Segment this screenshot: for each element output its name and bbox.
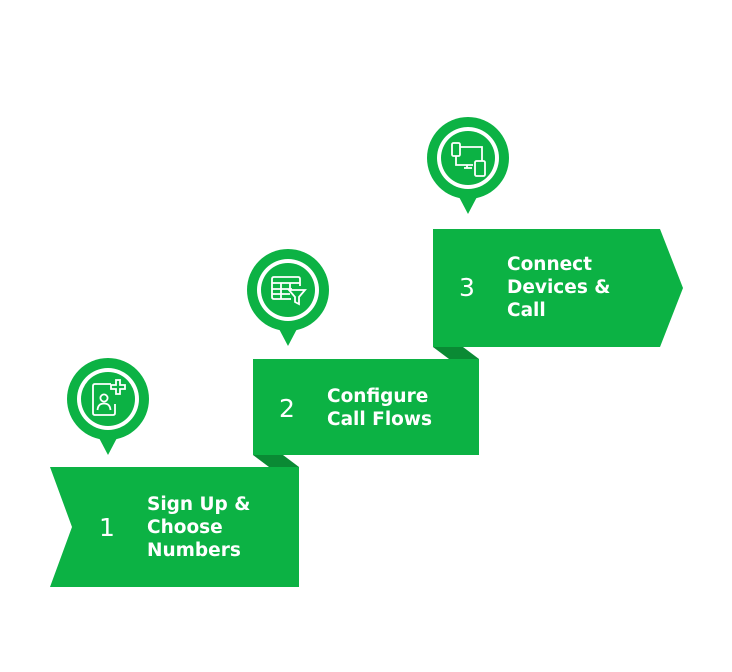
step-2-box (253, 359, 479, 455)
step-3-number: 3 (459, 273, 475, 302)
step-1-number: 1 (99, 513, 115, 542)
step-2-pin (247, 249, 329, 346)
connector-2-3 (433, 347, 479, 359)
step-3-arrow (433, 229, 683, 347)
step-3-label: Connect Devices & Call (507, 254, 611, 321)
step-1-pin (67, 358, 149, 455)
step-1-ribbon (50, 467, 299, 587)
step-2-number: 2 (279, 394, 295, 423)
table-filter-icon (271, 276, 307, 306)
step-1-label: Sign Up & Choose Numbers (147, 494, 251, 561)
user-plus-icon (92, 379, 126, 416)
devices-icon (451, 142, 486, 177)
connector-1-2 (253, 455, 299, 467)
step-2-label: Configure Call Flows (327, 386, 432, 430)
